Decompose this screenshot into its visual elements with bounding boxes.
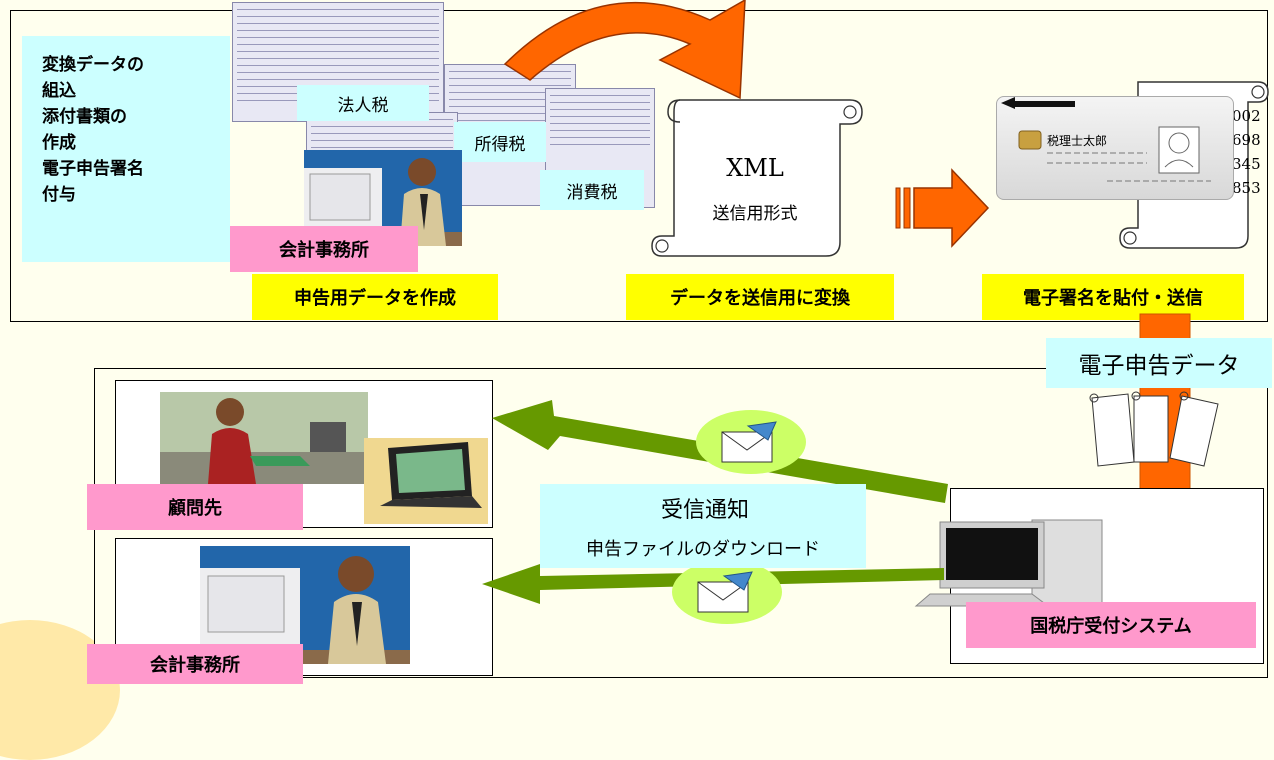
step2-label: データを送信用に変換 <box>626 274 894 320</box>
card-numbers: 002 698 345 853 <box>1232 104 1266 200</box>
system-label: 国税庁受付システム <box>966 602 1256 648</box>
steps-line: 添付書類の <box>42 107 127 127</box>
envelope-icon <box>697 571 753 613</box>
computer-icon <box>914 519 1103 609</box>
curved-arrow-icon <box>503 0 746 100</box>
envelope-icon <box>721 421 777 463</box>
client-image <box>160 392 368 484</box>
cashier-icon <box>160 398 368 484</box>
documents-icon <box>1089 391 1219 467</box>
office-label-top: 会計事務所 <box>230 226 418 272</box>
step1-label: 申告用データを作成 <box>252 274 498 320</box>
notice-subtitle: 申告ファイルのダウンロード <box>586 539 820 560</box>
client-label: 顧問先 <box>87 484 303 530</box>
ic-card-graphic <box>1001 97 1211 182</box>
steps-line: 作成 <box>42 133 76 153</box>
ic-card: 税理士太郎 <box>996 96 1234 200</box>
card-name: 税理士太郎 <box>1047 133 1108 148</box>
steps-line: 組込 <box>42 81 76 101</box>
computer-image <box>912 514 1108 610</box>
office-label-bottom: 会計事務所 <box>87 644 303 684</box>
card-number: 345 <box>1232 155 1261 173</box>
e-filing-data-label: 電子申告データ <box>1046 338 1272 388</box>
card-number: 698 <box>1232 131 1261 149</box>
xml-title: XML <box>726 154 784 182</box>
card-number: 002 <box>1232 107 1261 125</box>
office-worker-icon <box>200 556 410 664</box>
xml-subtitle: 送信用形式 <box>712 203 798 224</box>
card-number: 853 <box>1232 179 1261 197</box>
xml-scroll-icon <box>651 99 863 257</box>
tax-label-corporate: 法人税 <box>297 85 429 121</box>
notice-title: 受信通知 <box>660 498 749 523</box>
laptop-icon <box>380 442 482 508</box>
step3-label: 電子署名を貼付・送信 <box>982 274 1244 320</box>
tax-label-income: 所得税 <box>454 122 546 162</box>
steps-line: 電子申告署名 <box>42 159 144 179</box>
steps-text-box: 変換データの 組込 添付書類の 作成 電子申告署名 付与 <box>22 36 230 262</box>
tax-label-consumption: 消費税 <box>540 170 644 210</box>
steps-line: 変換データの <box>42 55 144 75</box>
notice-label <box>540 484 866 568</box>
laptop-image <box>364 438 488 524</box>
striped-arrow-icon <box>895 168 990 248</box>
steps-line: 付与 <box>42 185 76 205</box>
